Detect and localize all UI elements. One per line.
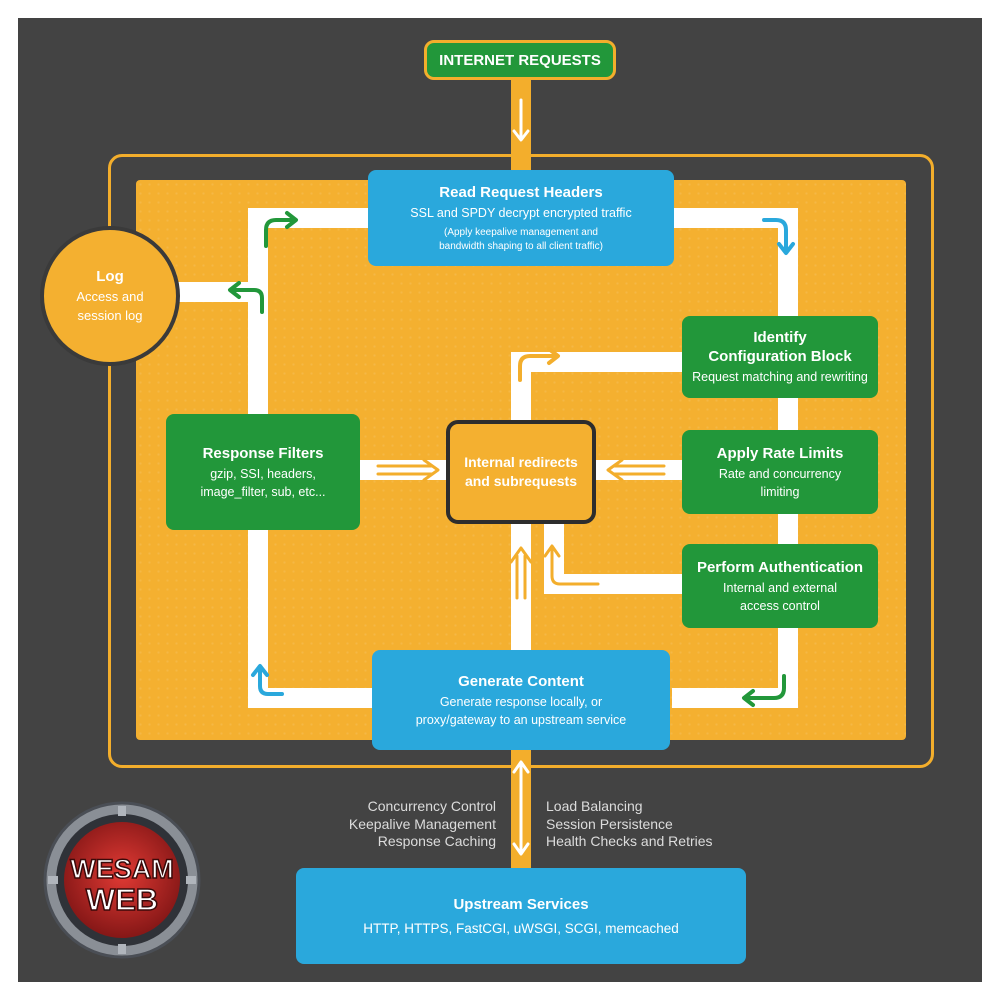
track-to-log — [176, 282, 268, 302]
generate-line-1: Generate response locally, or — [439, 694, 603, 709]
arrow-curve-up-orange-icon — [543, 544, 600, 586]
arrow-curve-right-green-icon — [264, 211, 298, 248]
log-circle: Log Access and session log — [40, 226, 180, 366]
logo-text-2: WEB — [86, 882, 158, 917]
feature-load-balancing: Load Balancing — [546, 798, 643, 814]
features-right-list: Load Balancing Session Persistence Healt… — [546, 798, 766, 851]
arrow-up-orange-icon — [509, 546, 533, 600]
read-headers-title: Read Request Headers — [439, 183, 603, 201]
generate-line-2: proxy/gateway to an upstream service — [415, 712, 627, 727]
features-left-list: Concurrency Control Keepalive Management… — [300, 798, 496, 851]
feature-health-checks: Health Checks and Retries — [546, 833, 713, 849]
arrow-right-orange-icon — [376, 458, 440, 482]
log-line-2: session log — [77, 307, 143, 323]
identify-subtitle: Request matching and rewriting — [692, 370, 868, 384]
arrow-curve-right-orange-icon — [518, 347, 560, 382]
track-left-lower — [248, 528, 268, 708]
internal-line-1: Internal redirects — [464, 454, 578, 470]
log-line-1: Access and — [76, 288, 144, 304]
track-left-upper — [248, 208, 268, 418]
track-auth-return-h — [544, 574, 686, 594]
identify-title-2: Configuration Block — [708, 348, 852, 365]
feature-keepalive-management: Keepalive Management — [348, 815, 496, 832]
arrow-up-down-icon — [512, 760, 530, 856]
track-top-left — [248, 208, 378, 228]
apply-rate-limits-box: Apply Rate Limits Rate and concurrency l… — [682, 430, 878, 514]
feature-response-caching: Response Caching — [377, 833, 496, 849]
arrow-left-orange-icon — [606, 458, 666, 482]
internal-line-2: and subrequests — [464, 473, 577, 489]
perform-authentication-box: Perform Authentication Internal and exte… — [682, 544, 878, 628]
internet-requests-label: INTERNET REQUESTS — [439, 51, 601, 69]
log-title: Log — [96, 267, 124, 285]
internal-redirects-box: Internal redirects and subrequests — [446, 420, 596, 524]
identify-configuration-block-box: Identify Configuration Block Request mat… — [682, 316, 878, 398]
upstream-subtitle: HTTP, HTTPS, FastCGI, uWSGI, SCGI, memca… — [363, 920, 679, 936]
read-headers-note-1: (Apply keepalive management and — [444, 226, 598, 238]
arrow-down-icon — [512, 98, 530, 142]
auth-line-1: Internal and external — [723, 580, 837, 595]
feature-concurrency-control: Concurrency Control — [367, 798, 496, 814]
internet-requests-badge: INTERNET REQUESTS — [424, 40, 616, 80]
generate-title: Generate Content — [458, 672, 584, 690]
track-top-right — [672, 208, 798, 228]
read-headers-note-2: bandwidth shaping to all client traffic) — [439, 240, 603, 252]
identify-title-1: Identify — [753, 329, 807, 346]
wesam-web-logo: WESAM WEB — [43, 801, 201, 959]
response-filters-box: Response Filters gzip, SSI, headers, ima… — [166, 414, 360, 530]
response-filters-line-2: image_filter, sub, etc... — [200, 484, 326, 499]
arrow-curve-down-blue-icon — [762, 218, 795, 255]
read-request-headers-box: Read Request Headers SSL and SPDY decryp… — [368, 170, 674, 266]
auth-title: Perform Authentication — [696, 558, 864, 576]
rate-limits-line-2: limiting — [760, 484, 800, 499]
arrow-curve-left-green-icon — [228, 281, 264, 314]
response-filters-line-1: gzip, SSI, headers, — [210, 466, 316, 481]
upstream-services-box: Upstream Services HTTP, HTTPS, FastCGI, … — [296, 868, 746, 964]
feature-session-persistence: Session Persistence — [546, 815, 673, 832]
generate-content-box: Generate Content Generate response local… — [372, 650, 670, 750]
auth-line-2: access control — [740, 598, 820, 613]
arrow-curve-left-green-icon-bottom — [742, 674, 786, 707]
response-filters-title: Response Filters — [202, 444, 324, 462]
logo-text-1: WESAM — [70, 854, 174, 884]
rate-limits-line-1: Rate and concurrency — [718, 466, 842, 481]
arrow-curve-up-blue-icon — [251, 664, 284, 696]
rate-limits-title: Apply Rate Limits — [716, 444, 844, 462]
read-headers-subtitle: SSL and SPDY decrypt encrypted traffic — [410, 205, 632, 220]
upstream-title: Upstream Services — [453, 895, 589, 913]
track-bottom-right — [672, 688, 798, 708]
